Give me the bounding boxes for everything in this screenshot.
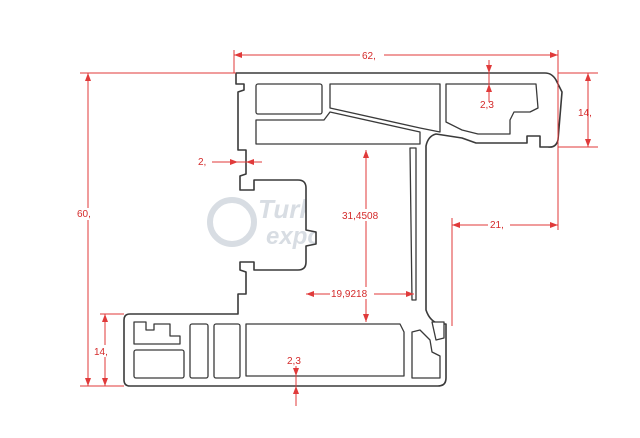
chamber	[329, 83, 441, 133]
dim-overall-height: 60,	[77, 209, 91, 220]
profile-outline	[123, 72, 563, 387]
chamber	[133, 349, 185, 379]
dim-web-thickness: 2,	[198, 157, 206, 168]
dim-rebate-depth: 31,4508	[342, 211, 379, 222]
chamber	[255, 83, 323, 115]
dim-right-flange-height: 14,	[578, 108, 592, 119]
chambers	[133, 83, 539, 379]
chamber	[409, 147, 417, 301]
chamber	[255, 111, 421, 145]
chamber	[431, 321, 445, 341]
chamber	[245, 323, 405, 377]
dim-right-offset: 21,	[490, 220, 504, 231]
dim-top-wall: 2,3	[480, 100, 494, 111]
chamber	[133, 321, 181, 345]
dim-left-flange-height: 14,	[94, 347, 108, 358]
chamber	[411, 329, 441, 379]
dimensions: 62, 60, 14, 14, 2,3 2,3	[76, 49, 598, 406]
dim-bottom-wall: 2,3	[287, 356, 301, 367]
chamber	[445, 83, 539, 135]
chamber	[213, 323, 241, 379]
dim-overall-width: 62,	[362, 51, 376, 62]
dim-rebate-width: 19,9218	[331, 289, 368, 300]
chamber	[189, 323, 209, 379]
